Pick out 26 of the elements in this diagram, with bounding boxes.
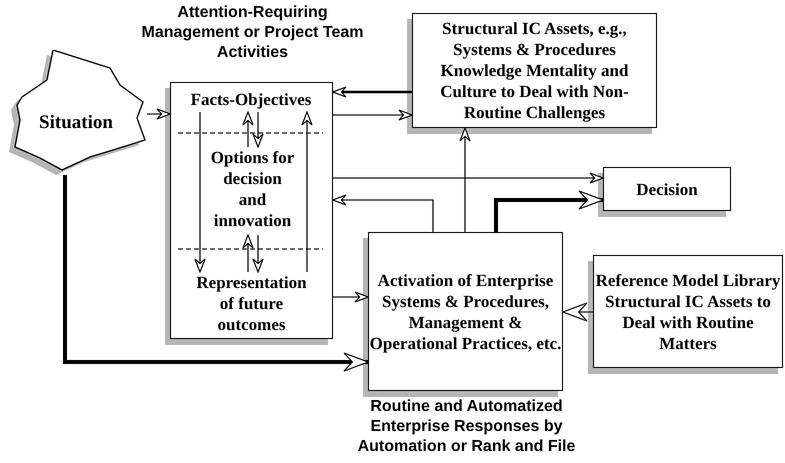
arrow (252, 112, 264, 148)
arrow (333, 109, 413, 121)
section-text: Representation of future outcomes (195, 272, 308, 334)
arrow (332, 86, 412, 98)
arrow (459, 127, 471, 232)
arrow (147, 108, 171, 120)
arrow (332, 194, 434, 232)
arrow (333, 172, 604, 184)
arrow (252, 235, 264, 273)
box-text: Decision (636, 178, 698, 200)
arrow (242, 234, 254, 272)
section-text: Facts-Objectives (190, 88, 312, 110)
box-text: Reference Model Library Structural IC Assets to Deal with Routine Matters (594, 270, 782, 354)
box-text: Situation (39, 112, 113, 133)
arrow (494, 190, 604, 232)
arrow (242, 111, 254, 147)
arrow (301, 111, 313, 272)
arrow (194, 112, 206, 273)
heading-text: Attention-Requiring Management or Project Team Activities (140, 3, 364, 63)
box-text: Activation of Enterprise Systems & Procedures, Management & Operational Practices, etc. (369, 270, 562, 354)
box-text: Structural IC Assets, e.g., Systems & Procedures Knowledge Mentality and Culture to Deal with Non-Routine Challenges (439, 18, 630, 123)
section-text: Options for decision and innovation (210, 146, 296, 230)
arrow (333, 291, 369, 303)
arrow (562, 302, 593, 322)
arrow (63, 175, 369, 372)
heading-text: Routine and Automatized Enterprise Responses by Automation or Rank and File (356, 397, 576, 457)
